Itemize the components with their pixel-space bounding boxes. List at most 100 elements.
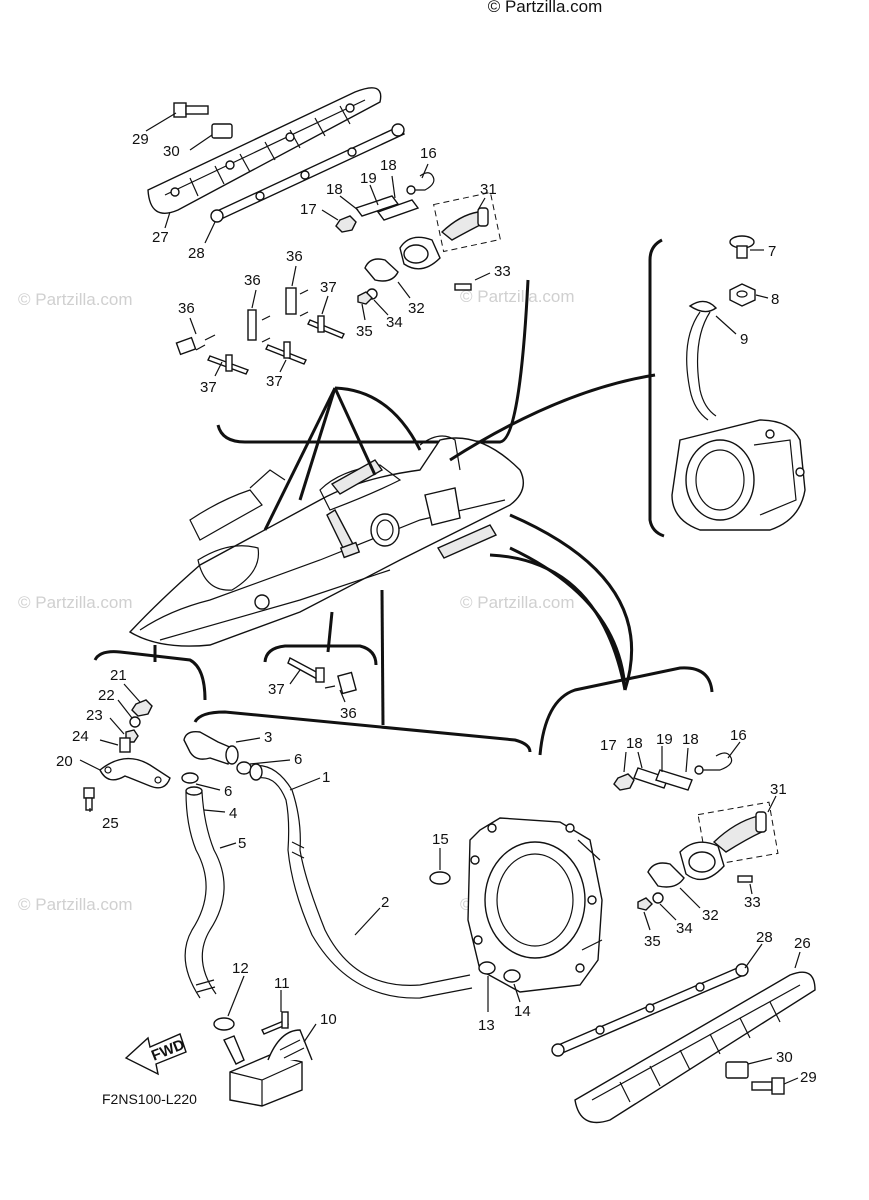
callout-37: 37: [200, 379, 217, 396]
part-26-rail-lower: [574, 971, 816, 1124]
callout-37: 37: [266, 373, 283, 390]
part-21-24-fasteners: [119, 699, 153, 753]
part-16-ubolt-lower: [694, 752, 733, 775]
group-bracket-lower-left: [93, 650, 207, 701]
callout-34: 34: [386, 314, 403, 331]
part-7-plug: [729, 235, 755, 259]
pump-housing-center: [370, 513, 400, 547]
part-32-housing-lower: [647, 841, 725, 888]
group-bracket-lower-center: [193, 710, 532, 753]
part-28-rod-lower: [551, 963, 749, 1057]
callout-36: 36: [244, 272, 261, 289]
part-17-nut-top: [335, 215, 357, 233]
part-17-nut-lower: [613, 773, 635, 791]
callout-32: 32: [702, 907, 719, 924]
callout-3: 3: [264, 729, 272, 746]
nozzle-center: [424, 487, 461, 526]
part-18-19-plates-top: [354, 195, 420, 221]
callout-36: 36: [340, 705, 357, 722]
callout-18: 18: [326, 181, 343, 198]
callout-33: 33: [744, 894, 761, 911]
callout-26: 26: [794, 935, 811, 952]
callout-10: 10: [320, 1011, 337, 1028]
part-31-box-lower: [697, 801, 779, 867]
callout-17: 17: [300, 201, 317, 218]
group-bracket-right: [648, 238, 665, 538]
callout-32: 32: [408, 300, 425, 317]
callout-27: 27: [152, 229, 169, 246]
callout-1: 1: [322, 769, 330, 786]
part-10-resonator: [223, 1029, 313, 1107]
part-29-bolt-lower: [751, 1077, 785, 1095]
callout-36: 36: [178, 300, 195, 317]
part-8-nut: [729, 283, 756, 307]
watermark: © Partzilla.com: [460, 593, 575, 612]
part-30-spacer-top: [211, 123, 233, 139]
callout-6: 6: [294, 751, 302, 768]
fwd-label: FWD: [149, 1036, 187, 1065]
callout-28: 28: [188, 245, 205, 262]
part-11-rivet: [261, 1011, 289, 1035]
copyright-header: © Partzilla.com: [488, 0, 603, 16]
part-3-elbow: [183, 730, 239, 765]
callout-24: 24: [72, 728, 89, 745]
group-bracket-mid: [263, 644, 378, 666]
part-31-handle-lower: [712, 811, 767, 853]
callout-20: 20: [56, 753, 73, 770]
callout-30: 30: [776, 1049, 793, 1066]
callout-16: 16: [730, 727, 747, 744]
callout-37: 37: [320, 279, 337, 296]
part-25-bolt: [83, 787, 95, 811]
part-28-rod-top: [210, 123, 405, 223]
callout-17: 17: [600, 737, 617, 754]
pump-housing-inset: [671, 419, 806, 531]
callout-19: 19: [656, 731, 673, 748]
callout-9: 9: [740, 331, 748, 348]
callout-5: 5: [238, 835, 246, 852]
part-30-spacer-lower: [725, 1061, 749, 1079]
watermark: © Partzilla.com: [18, 895, 133, 914]
callout-2: 2: [381, 894, 389, 911]
part-34-35-washers-top: [357, 288, 378, 305]
callout-34: 34: [676, 920, 693, 937]
part-15-clamp: [429, 871, 451, 885]
watermark: © Partzilla.com: [18, 290, 133, 309]
part-9-hose-clamp: [686, 300, 718, 421]
watermark: © Partzilla.com: [460, 287, 575, 306]
group-bracket-lower-right: [538, 666, 714, 756]
part-36-37-fasteners-mid: [287, 657, 357, 695]
callout-23: 23: [86, 707, 103, 724]
callout-31: 31: [480, 181, 497, 198]
part-34-35-washers-lower: [637, 892, 664, 911]
callout-12: 12: [232, 960, 249, 977]
part-36-37-fasteners-top: [175, 287, 345, 375]
part-29-bolt-top: [173, 102, 209, 118]
part-18-19-plates-lower: [633, 767, 693, 791]
callout-22: 22: [98, 687, 115, 704]
part-16-ubolt-top: [406, 172, 435, 195]
fwd-arrow: FWD: [124, 1033, 187, 1076]
callout-35: 35: [644, 933, 661, 950]
part-6-clamps: [181, 761, 252, 784]
callout-4: 4: [229, 805, 237, 822]
part-31-handle-top: [440, 207, 489, 241]
watermark: © Partzilla.com: [18, 593, 133, 612]
callout-25: 25: [102, 815, 119, 832]
part-4-5-hose: [184, 786, 225, 999]
part-32-housing-top: [364, 236, 441, 282]
part-1-2-hose: [249, 763, 473, 999]
callout-11: 11: [274, 975, 290, 992]
part-20-bracket: [99, 757, 171, 789]
callout-18: 18: [626, 735, 643, 752]
callout-30: 30: [163, 143, 180, 160]
callout-13: 13: [478, 1017, 495, 1034]
callout-29: 29: [132, 131, 149, 148]
callout-16: 16: [420, 145, 437, 162]
callout-33: 33: [494, 263, 511, 280]
callout-14: 14: [514, 1003, 531, 1020]
part-13-14-clamps: [478, 961, 521, 983]
part-27-rail-top: [147, 87, 382, 214]
callout-18: 18: [682, 731, 699, 748]
